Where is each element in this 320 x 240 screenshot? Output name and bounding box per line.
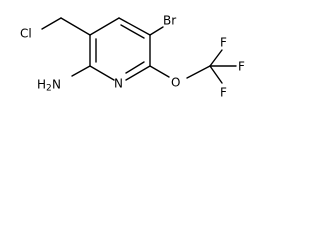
bond-ring-double-c4-n (125, 61, 145, 74)
atom-fluorine-right: F (238, 60, 245, 74)
bond-ring-n-c6 (89, 65, 115, 81)
atom-fluorine-upper: F (220, 36, 227, 50)
bond-c6-nh2 (71, 65, 91, 77)
bond-ring-c2-c3 (118, 17, 151, 36)
atom-oxygen: O (171, 76, 180, 90)
atom-chlorine: Cl (20, 27, 32, 41)
atom-bromine: Br (163, 14, 176, 28)
atom-fluorine-lower: F (220, 86, 227, 100)
bond-cf3-f-upper (209, 49, 223, 67)
bond-ring-c1-c2 (89, 17, 120, 36)
atom-amino-h: H (37, 78, 46, 92)
bond-ch2-cl (41, 17, 62, 30)
chemical-structure: Cl Br N O H 2 N F F F (20, 14, 245, 100)
atom-ring-nitrogen: N (114, 77, 123, 91)
bond-cf3-f-lower (209, 65, 223, 84)
bond-c1-ch2 (60, 17, 91, 36)
bond-ring-c4-n (125, 65, 151, 81)
bond-o-cf3 (186, 65, 211, 79)
atom-amino-n: N (52, 78, 61, 92)
atom-amino-subscript: 2 (46, 84, 52, 94)
bond-c3-br (149, 26, 164, 36)
bond-ring-double-c2-c3 (120, 24, 145, 39)
bond-c4-o (149, 65, 170, 78)
